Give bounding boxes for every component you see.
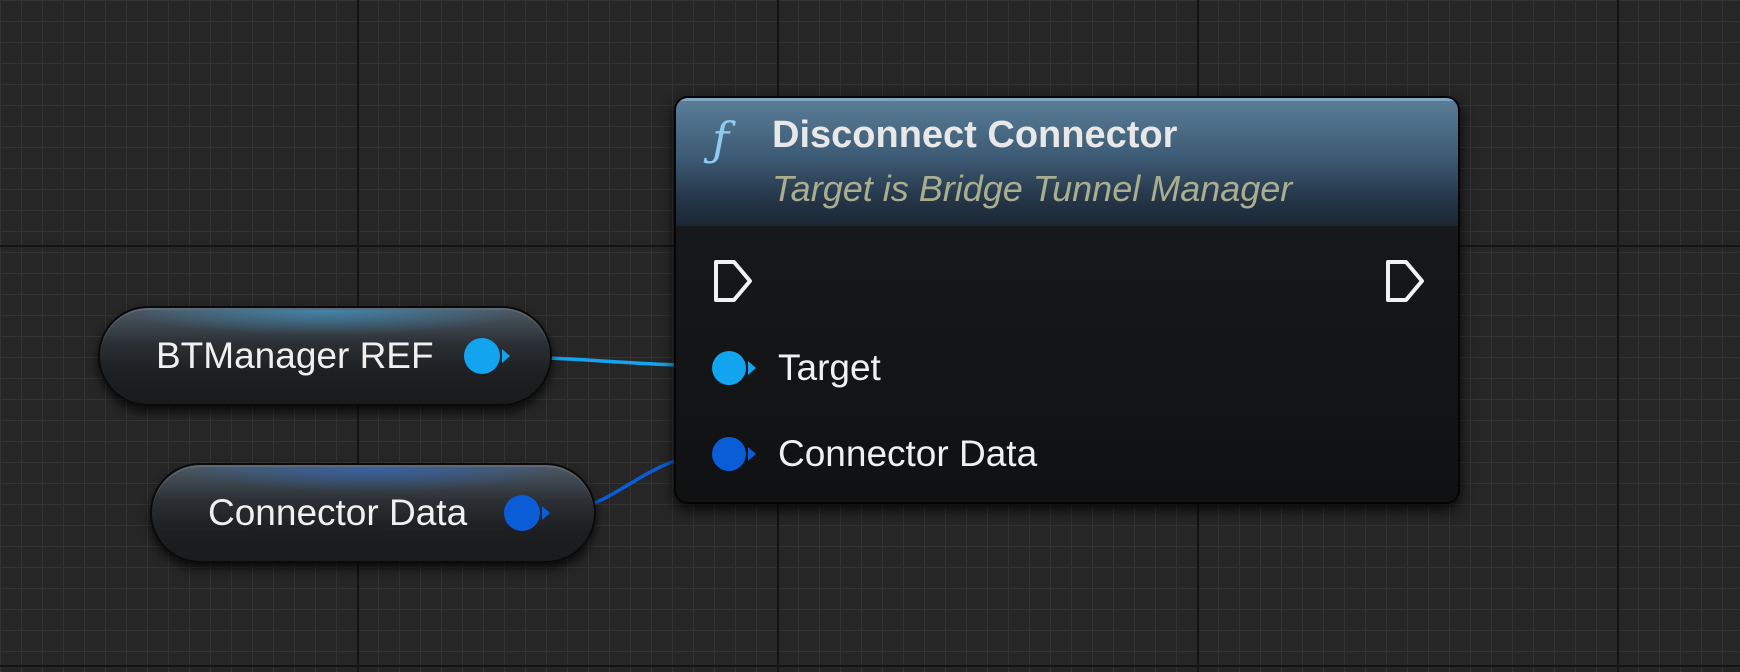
btmanager-ref-output-pin[interactable] bbox=[464, 338, 500, 374]
connector-data-output-pin[interactable] bbox=[504, 495, 540, 531]
pin-arrow-icon bbox=[502, 349, 510, 363]
node-header: ƒ Disconnect Connector Target is Bridge … bbox=[676, 98, 1458, 227]
connector-data-input-pin[interactable] bbox=[712, 437, 746, 471]
connector-data-var-label: Connector Data bbox=[208, 492, 468, 533]
pin-arrow-icon bbox=[748, 447, 756, 461]
node-highlight bbox=[140, 310, 510, 334]
connector-data-var-node[interactable]: Connector Data bbox=[150, 463, 596, 563]
exec-output-pin-icon[interactable] bbox=[1384, 258, 1426, 304]
node-body bbox=[676, 226, 1458, 502]
exec-input-pin-icon[interactable] bbox=[712, 258, 754, 304]
node-title: Disconnect Connector bbox=[772, 114, 1178, 156]
target-input-pin[interactable] bbox=[712, 351, 746, 385]
node-subtitle: Target is Bridge Tunnel Manager bbox=[772, 168, 1293, 209]
btmanager-ref-label: BTManager REF bbox=[156, 335, 434, 376]
btmanager-ref-node[interactable]: BTManager REF bbox=[98, 306, 552, 406]
connector-data-input-label: Connector Data bbox=[778, 433, 1038, 474]
target-input-label: Target bbox=[778, 347, 881, 388]
function-icon: ƒ bbox=[712, 112, 730, 166]
disconnect-connector-node[interactable]: ƒ Disconnect Connector Target is Bridge … bbox=[674, 96, 1460, 504]
pin-arrow-icon bbox=[748, 361, 756, 375]
pin-arrow-icon bbox=[542, 506, 550, 520]
header-highlight bbox=[676, 98, 1458, 101]
node-highlight bbox=[192, 467, 554, 491]
